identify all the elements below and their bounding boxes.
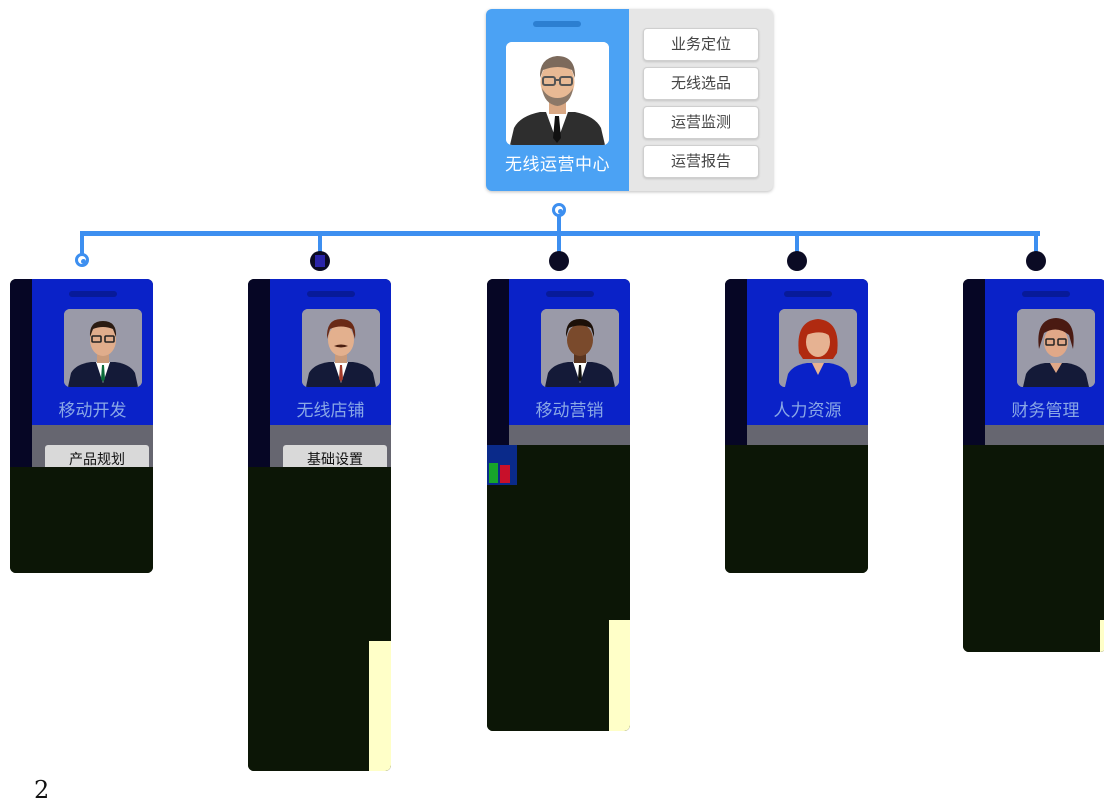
child-node-body (10, 467, 153, 573)
child-node-title: 人力资源 (747, 396, 868, 421)
avatar-man-glasses-beard-icon (506, 42, 609, 145)
child-node-mobile-marketing[interactable]: 移动营销 (487, 279, 630, 731)
child-node-mobile-development[interactable]: 移动开发 产品规划 (10, 279, 153, 573)
child-node-wireless-store[interactable]: 无线店铺 基础设置 (248, 279, 391, 771)
avatar-man-dark-skin-icon (541, 309, 619, 387)
card-tab-bar (69, 291, 117, 297)
child-node-body (963, 445, 1104, 652)
card-shadow (248, 279, 270, 469)
card-shadow (487, 279, 509, 469)
render-artifact-block (487, 445, 517, 485)
card-tab-bar (1022, 291, 1070, 297)
root-node-card[interactable]: 无线运营中心 业务定位 无线选品 运营监测 运营报告 (486, 9, 773, 191)
child-connector-node-1 (75, 253, 89, 267)
card-shadow (10, 279, 32, 469)
child-menu-strip (985, 425, 1104, 445)
child-node-title: 移动营销 (509, 396, 630, 421)
avatar (506, 42, 609, 145)
render-artifact-strip (369, 641, 391, 771)
child-connector-node-3 (549, 251, 569, 271)
child-node-title: 财务管理 (985, 396, 1104, 421)
child-connector-node-5 (1026, 251, 1046, 271)
avatar-man-glasses-icon (64, 309, 142, 387)
card-tab-bar (784, 291, 832, 297)
menu-item-business-positioning[interactable]: 业务定位 (643, 28, 759, 61)
child-menu-strip (747, 425, 868, 445)
menu-item-operation-monitoring[interactable]: 运营监测 (643, 106, 759, 139)
root-node-panel: 无线运营中心 (486, 9, 629, 191)
card-tab-bar (546, 291, 594, 297)
avatar (64, 309, 142, 387)
card-shadow (963, 279, 985, 469)
root-connector-node (552, 203, 566, 217)
page-number: 2 (34, 776, 49, 804)
avatar-woman-glasses-icon (1017, 309, 1095, 387)
connector-drop-1 (80, 231, 84, 254)
child-node-body (725, 445, 868, 573)
avatar (779, 309, 857, 387)
child-node-human-resources[interactable]: 人力资源 (725, 279, 868, 573)
card-tab-bar (533, 21, 581, 27)
child-node-financial-management[interactable]: 财务管理 (963, 279, 1104, 652)
render-artifact-strip (1100, 620, 1104, 652)
avatar-woman-red-hair-icon (779, 309, 857, 387)
child-connector-node-4 (787, 251, 807, 271)
card-tab-bar (307, 291, 355, 297)
avatar (1017, 309, 1095, 387)
menu-item-wireless-selection[interactable]: 无线选品 (643, 67, 759, 100)
root-node-title: 无线运营中心 (486, 150, 629, 175)
avatar-man-mustache-icon (302, 309, 380, 387)
menu-item-operation-report[interactable]: 运营报告 (643, 145, 759, 178)
child-node-title: 无线店铺 (270, 396, 391, 421)
avatar (541, 309, 619, 387)
render-artifact-strip (609, 620, 630, 731)
child-connector-node-2 (310, 251, 330, 271)
avatar (302, 309, 380, 387)
child-node-title: 移动开发 (32, 396, 153, 421)
card-shadow (725, 279, 747, 469)
